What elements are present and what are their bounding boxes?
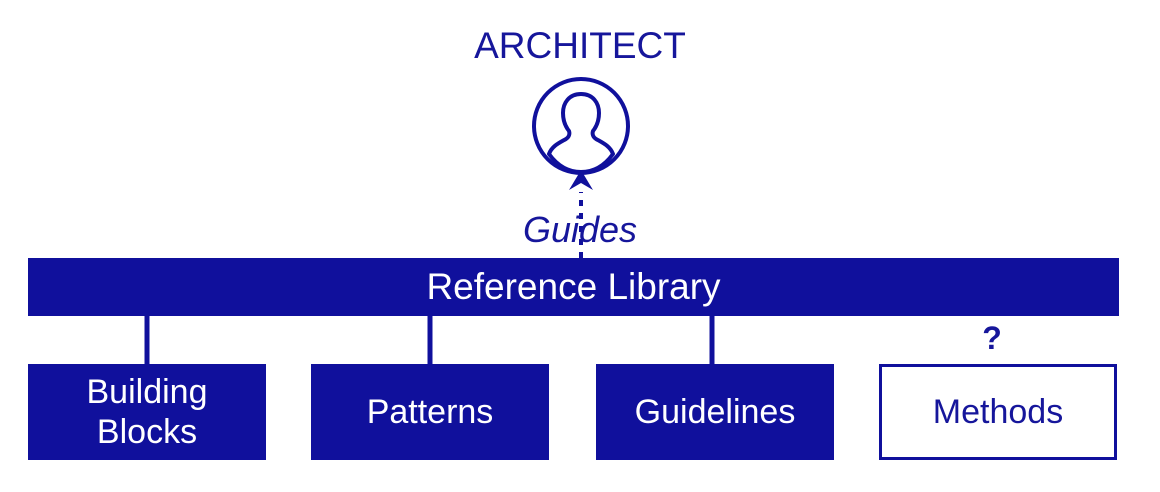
guidelines-box: Guidelines [596, 364, 834, 460]
methods-box: Methods [879, 364, 1117, 460]
reference-library-label: Reference Library [426, 266, 721, 307]
person-circle-icon [532, 77, 630, 175]
methods-question-mark: ? [982, 320, 1002, 356]
building-blocks-label: Building Blocks [86, 373, 208, 451]
guidelines-label: Guidelines [634, 393, 796, 431]
patterns-label: Patterns [366, 393, 494, 431]
guides-label: Guides [522, 209, 638, 250]
architect-title: ARCHITECT [474, 25, 686, 66]
methods-label: Methods [932, 393, 1064, 431]
guides-arrowhead [569, 170, 593, 190]
building-blocks-box: Building Blocks [28, 364, 266, 460]
reference-library-bar: Reference Library [28, 258, 1119, 316]
patterns-box: Patterns [311, 364, 549, 460]
